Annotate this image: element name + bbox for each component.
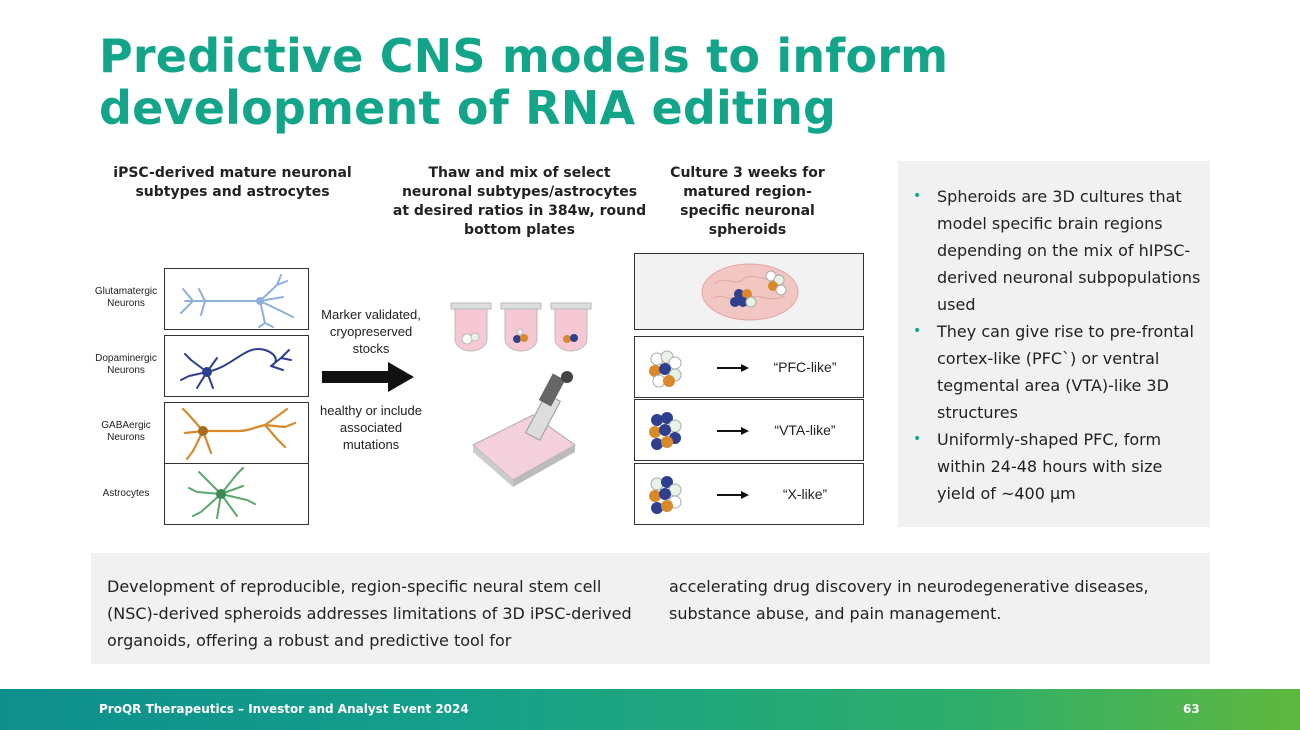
spheroid-icon [649,476,749,514]
step1-heading: iPSC-derived mature neuronal subtypes an… [113,165,352,200]
glutamatergic-label: Glutamatergic Neurons [94,286,158,309]
vta-like-label: “VTA-like” [774,422,836,438]
spheroid-icon [649,350,749,388]
astrocyte-icon [188,467,256,519]
spheroid-pfc-box: “PFC-like” [634,336,864,398]
spheroid-x-box: “X-like” [634,463,864,525]
summary-panel: Development of reproducible, region-spec… [91,553,1210,664]
spheroid-icon [649,412,749,450]
neuron-icon [181,407,297,461]
page-number: 63 [1183,702,1200,716]
list-item: •They can give rise to pre-frontal corte… [913,322,1194,422]
list-item: •Spheroids are 3D cultures that model sp… [913,187,1201,314]
key-points-list: •Spheroids are 3D cultures that model sp… [913,183,1203,507]
glutamatergic-neuron-image [164,268,309,330]
footer-bar: ProQR Therapeutics – Investor and Analys… [0,689,1300,730]
neuron-icon [180,347,292,389]
right-arrow-icon [322,362,414,392]
astrocytes-label: Astrocytes [102,488,150,499]
gabaergic-label: GABAergic Neurons [101,420,151,443]
spheroid-vta-box: “VTA-like” [634,399,864,461]
step2-heading: Thaw and mix of select neuronal subtypes… [392,165,647,238]
list-item: •Uniformly-shaped PFC, form within 24-48… [913,430,1163,503]
key-points-panel: •Spheroids are 3D cultures that model sp… [898,161,1210,527]
brain-icon [701,263,799,321]
x-like-label: “X-like” [782,486,828,502]
dopaminergic-neuron-image [164,335,309,397]
pfc-like-label: “PFC-like” [773,359,837,375]
summary-text-col1: Development of reproducible, region-spec… [107,577,632,650]
dopaminergic-label: Dopaminergic Neurons [95,353,157,376]
summary-text-col2: accelerating drug discovery in neurodege… [669,577,1149,623]
plate-and-pipette-illustration [450,302,592,487]
brain-illustration-box [634,253,864,330]
gabaergic-neuron-image [164,402,309,464]
marker-validated-text: Marker validated, cryopreserved stocks [321,307,421,356]
neuron-icon [180,274,294,328]
footer-text: ProQR Therapeutics – Investor and Analys… [99,702,469,716]
slide-title: Predictive CNS models to inform developm… [99,29,949,135]
healthy-mutations-text: healthy or include associated mutations [320,403,422,452]
step3-heading: Culture 3 weeks for matured region-speci… [670,165,825,238]
astrocyte-image [164,463,309,525]
